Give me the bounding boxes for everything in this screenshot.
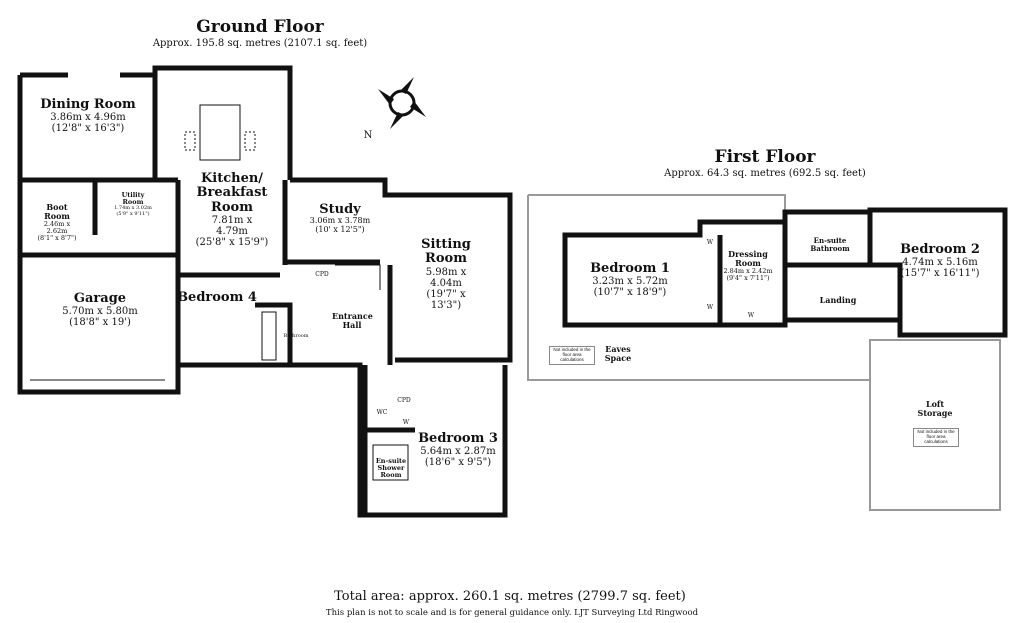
ground-floor-area: Approx. 195.8 sq. metres (2107.1 sq. fee… bbox=[152, 38, 368, 49]
room-bedroom-4: Bedroom 4 bbox=[177, 290, 257, 305]
ground-floor-fixtures bbox=[30, 104, 409, 481]
ground-floor-walls bbox=[17, 65, 513, 518]
cpd-label: CPD bbox=[315, 271, 329, 278]
first-floor-area: Approx. 64.3 sq. metres (692.5 sq. feet) bbox=[664, 168, 866, 179]
wardrobe-label-3: W bbox=[747, 312, 755, 319]
wardrobe-label: W bbox=[402, 419, 410, 426]
loft-exclusion-note: Not included in the floor area calculati… bbox=[913, 428, 959, 447]
loft-outline bbox=[869, 339, 1001, 511]
ground-floor-title: Ground Floor bbox=[196, 17, 324, 37]
wardrobe-label-1: W bbox=[706, 239, 714, 246]
wardrobe-label-2: W bbox=[706, 304, 714, 311]
disclaimer: This plan is not to scale and is for gen… bbox=[325, 608, 699, 618]
room-ensuite-shower: En-suite Shower Room bbox=[375, 457, 407, 480]
first-floor-title: First Floor bbox=[714, 147, 816, 167]
wc-label: WC bbox=[376, 409, 388, 416]
room-loft: Loft Storage bbox=[917, 399, 953, 418]
cpd-label-2: CPD bbox=[397, 397, 411, 404]
compass-rose-icon bbox=[378, 77, 426, 129]
first-floor-walls bbox=[562, 207, 1008, 338]
room-bathroom: Bathroom bbox=[283, 333, 309, 339]
room-entrance-hall: Entrance Hall bbox=[332, 311, 373, 330]
eaves-exclusion-note: Not included in the floor area calculati… bbox=[549, 346, 595, 365]
room-ensuite-bathroom: En-suite Bathroom bbox=[810, 236, 850, 253]
eaves-outline bbox=[527, 194, 1001, 511]
total-area: Total area: approx. 260.1 sq. metres (27… bbox=[334, 589, 686, 604]
room-eaves: Eaves Space bbox=[604, 344, 632, 363]
room-landing: Landing bbox=[819, 295, 857, 305]
compass-label: N bbox=[363, 130, 373, 141]
